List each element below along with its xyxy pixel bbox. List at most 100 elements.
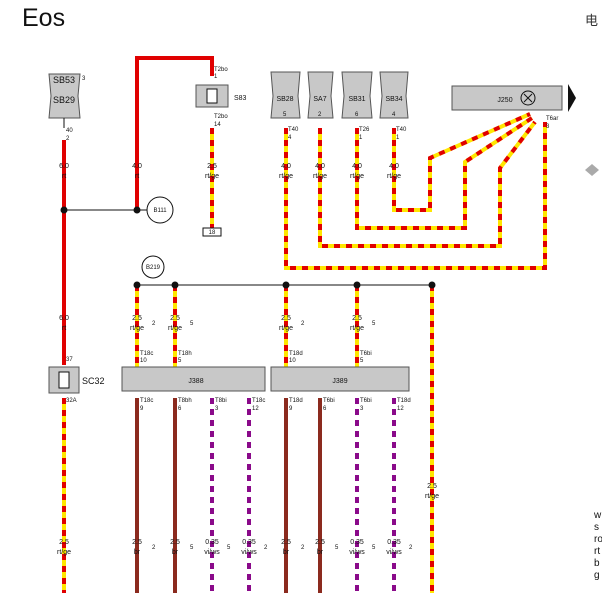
diagram-shape bbox=[121, 366, 266, 392]
diagram-label: 5 bbox=[335, 545, 339, 551]
diagram-label: 0.35 bbox=[205, 539, 219, 546]
side-text-fragment: 电 bbox=[585, 13, 599, 28]
junctions bbox=[60, 206, 436, 289]
diagram-label: 4.0 bbox=[352, 163, 362, 170]
diagram-label: 32A bbox=[66, 398, 77, 404]
side-text-line: rt bbox=[594, 546, 601, 557]
diagram-label: T6bi bbox=[360, 398, 372, 404]
diagram-label: T6bi bbox=[360, 351, 372, 357]
fuse-sb53-label: SB53 bbox=[53, 75, 75, 85]
fuse-sb28: SB28 5 T40 4 bbox=[270, 71, 301, 141]
diagram-label: 5 bbox=[360, 358, 364, 364]
diagram-label: 5 bbox=[227, 545, 231, 551]
diagram-label: SB31 bbox=[348, 96, 365, 103]
diagram-label: 2.5 bbox=[281, 315, 291, 322]
upper-wire-labels: 6.0 rt 4.0 rt 2.5 rt/ge 4.0 rt/ge 4.0 rt… bbox=[59, 163, 401, 180]
page-arrow-icon bbox=[568, 84, 576, 112]
junction-dot bbox=[428, 281, 436, 289]
side-text-line: b bbox=[594, 558, 600, 569]
diagram-label: 2 bbox=[264, 545, 268, 551]
diagram-label: rt/ge bbox=[205, 173, 219, 180]
diagram-label: 4.0 bbox=[132, 163, 142, 170]
diagram-shape bbox=[270, 71, 301, 119]
diagram-label: 4 bbox=[392, 112, 396, 118]
diagram-label: 1 bbox=[396, 135, 400, 141]
diagram-label: J250 bbox=[497, 97, 512, 104]
wire-sa7-loop bbox=[318, 120, 537, 248]
junction-dot bbox=[133, 281, 141, 289]
wire-sb31-loop-dash bbox=[355, 116, 534, 230]
diagram-label: B111 bbox=[153, 208, 167, 214]
diagram-label: J388 bbox=[188, 378, 203, 385]
diagram-label: T26 bbox=[359, 127, 370, 133]
diagram-label: 3 bbox=[82, 76, 86, 82]
diagram-shape bbox=[341, 71, 373, 119]
side-text-column: w s ro rt b g bbox=[594, 510, 602, 582]
junction-dot bbox=[60, 206, 68, 214]
diagram-label: 2.5 bbox=[132, 315, 142, 322]
diagram-label: S83 bbox=[234, 95, 247, 102]
fuse-sc32: 37 SC32 32A bbox=[48, 357, 105, 404]
wire-sb34-loop bbox=[392, 112, 531, 212]
diagram-label: T2bo bbox=[214, 67, 228, 73]
diagram-label: 2 bbox=[152, 321, 156, 327]
nav-diamond-icon bbox=[585, 164, 599, 176]
fuse-sb34: SB34 4 T40 1 bbox=[379, 71, 409, 141]
module-j250: J250 T6ar 3 bbox=[451, 84, 599, 176]
diagram-label: 2.5 bbox=[281, 539, 291, 546]
wire-sb28-loop-dash bbox=[284, 122, 547, 270]
right-wire-label: 2.5 rt/ge bbox=[425, 483, 439, 500]
diagram-label: 0.35 bbox=[387, 539, 401, 546]
diagram-label: 12 bbox=[397, 406, 404, 412]
diagram-label: 2 bbox=[66, 136, 70, 142]
diagram-label: br bbox=[172, 549, 179, 556]
diagram-label: vi/ws bbox=[349, 549, 365, 556]
junction-dot bbox=[171, 281, 179, 289]
diagram-shape bbox=[48, 366, 80, 394]
diagram-label: T40 bbox=[396, 127, 407, 133]
wire-sb31-loop bbox=[355, 116, 534, 230]
diagram-label: T40 bbox=[288, 127, 299, 133]
diagram-label: T18c bbox=[140, 398, 153, 404]
junction-dot bbox=[133, 206, 141, 214]
module-input-tags: T18c 10 T18h 5 T18d 10 T6bi 5 bbox=[140, 351, 372, 364]
diagram-label: 3 bbox=[215, 406, 219, 412]
diagram-label: rt/ge bbox=[313, 173, 327, 180]
diagram-shape bbox=[523, 93, 533, 103]
diagram-label: 6 bbox=[323, 406, 327, 412]
diagram-label: T18c bbox=[140, 351, 153, 357]
diagram-label: SB28 bbox=[276, 96, 293, 103]
diagram-label: T6ar bbox=[546, 116, 558, 122]
diagram-label: 4.0 bbox=[389, 163, 399, 170]
diagram-label: 2 bbox=[318, 112, 322, 118]
diagram-label: T18h bbox=[178, 351, 192, 357]
diagram-label: 18 bbox=[209, 230, 216, 236]
diagram-label: rt/ge bbox=[279, 173, 293, 180]
diagram-label: rt/ge bbox=[279, 325, 293, 332]
diagram-label: rt bbox=[135, 173, 139, 180]
diagram-shape bbox=[206, 88, 218, 104]
diagram-label: rt/ge bbox=[57, 549, 71, 556]
module-output-tags: T18c 9 T8bh 6 T8bi 3 T18c 12 T18d 9 T6bi… bbox=[140, 398, 411, 412]
diagram-shape bbox=[451, 85, 563, 111]
diagram-shape bbox=[141, 255, 165, 279]
diagram-label: rt/ge bbox=[130, 325, 144, 332]
diagram-label: 2.5 bbox=[427, 483, 437, 490]
side-text-line: w bbox=[594, 510, 602, 521]
diagram-shape bbox=[307, 71, 334, 119]
fuse-s83: T2bo 1 S83 T2bo 14 bbox=[195, 67, 247, 128]
diagram-label: 0.35 bbox=[242, 539, 256, 546]
diagram-label: 5 bbox=[190, 321, 194, 327]
diagram-label: rt/ge bbox=[425, 493, 439, 500]
wire-sb34-loop-dash bbox=[392, 112, 531, 212]
diagram-label: rt bbox=[62, 325, 66, 332]
diagram-label: 3 bbox=[360, 406, 364, 412]
diagram-label: T18d bbox=[289, 351, 303, 357]
ref-box-18: 18 bbox=[202, 227, 222, 237]
diagram-label: 2 bbox=[301, 545, 305, 551]
diagram-label: br bbox=[283, 549, 290, 556]
diagram-label: 2 bbox=[409, 545, 413, 551]
diagram-label: B219 bbox=[146, 265, 161, 271]
diagram-label: T2bo bbox=[214, 114, 228, 120]
diagram-label: 2.5 bbox=[170, 315, 180, 322]
